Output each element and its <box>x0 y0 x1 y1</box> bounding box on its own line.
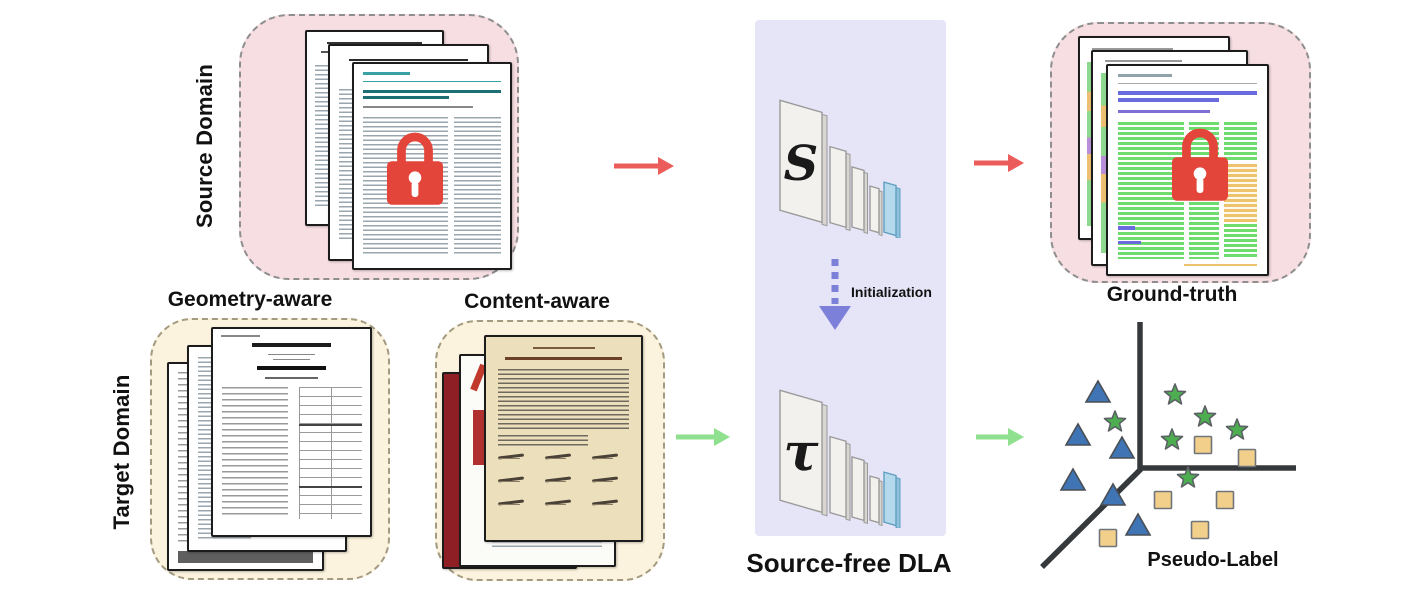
square-marker <box>1215 490 1235 510</box>
star-marker <box>1163 383 1187 405</box>
green-arrow <box>976 428 1024 446</box>
content-aware-title: Content-aware <box>464 290 610 313</box>
star-marker <box>1225 418 1249 440</box>
triangle-marker <box>1125 513 1151 536</box>
square-marker <box>1098 528 1118 548</box>
pseudo-label-caption: Pseudo-Label <box>1147 549 1279 571</box>
star-marker <box>1103 410 1127 432</box>
ground-truth-caption: Ground-truth <box>1106 283 1238 306</box>
document-page <box>484 335 643 542</box>
document-page <box>211 327 372 537</box>
source-free-dla-panel <box>755 20 946 536</box>
red-arrow <box>974 154 1024 172</box>
source-domain-label: Source Domain <box>192 64 217 228</box>
green-arrow <box>676 428 730 446</box>
lock-icon <box>386 132 444 205</box>
source-free-dla-caption: Source-free DLA <box>746 548 952 578</box>
initialization-label: Initialization <box>851 284 932 300</box>
square-marker <box>1237 448 1257 468</box>
square-marker <box>1193 435 1213 455</box>
red-arrow <box>614 157 674 175</box>
lock-icon <box>1171 128 1229 201</box>
triangle-marker <box>1085 380 1111 403</box>
geometry-aware-title: Geometry-aware <box>167 288 333 311</box>
triangle-marker <box>1065 423 1091 446</box>
target-domain-label: Target Domain <box>109 374 134 530</box>
square-marker <box>1190 520 1210 540</box>
triangle-marker <box>1060 468 1086 491</box>
star-marker <box>1160 428 1184 450</box>
star-marker <box>1193 405 1217 427</box>
triangle-marker <box>1109 436 1135 459</box>
star-marker <box>1176 466 1200 488</box>
pseudo-label-scatter <box>1040 322 1296 569</box>
triangle-marker <box>1100 483 1126 506</box>
square-marker <box>1153 490 1173 510</box>
axis-lines <box>1040 322 1296 569</box>
